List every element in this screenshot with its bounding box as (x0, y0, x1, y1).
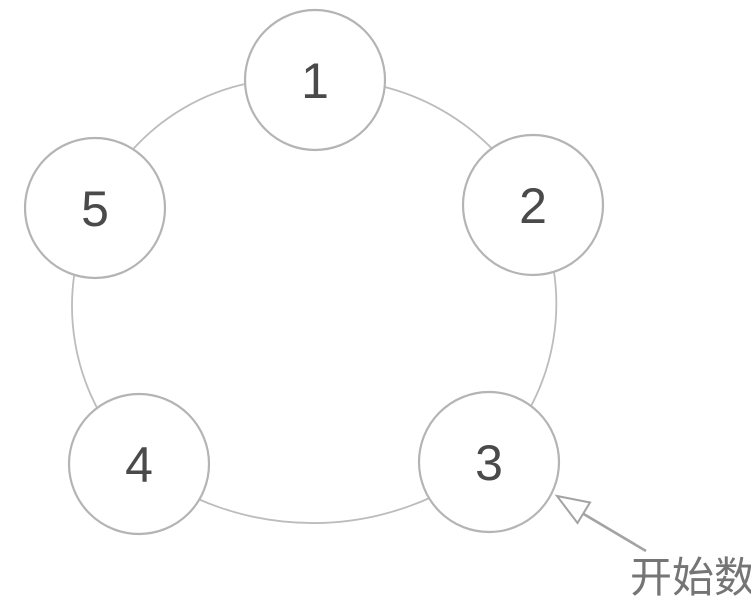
arrow-shaft (581, 511, 647, 553)
node-1-circle (243, 8, 387, 152)
node-2-label: 2 (519, 178, 547, 234)
node-4-circle (67, 392, 211, 536)
node-5-circle (23, 136, 167, 280)
node-2: 2 (461, 133, 605, 277)
node-4: 4 (67, 392, 211, 536)
arrow-head-icon (554, 494, 592, 525)
node-3-circle (417, 390, 561, 534)
node-3: 3 (417, 390, 561, 534)
annotation-label: 开始数 (630, 554, 751, 601)
node-4-label: 4 (125, 437, 153, 493)
node-1: 1 (243, 8, 387, 152)
start-annotation: 开始数 (554, 494, 751, 601)
node-3-label: 3 (475, 435, 503, 491)
node-1-label: 1 (301, 53, 329, 109)
node-2-circle (461, 133, 605, 277)
node-5-label: 5 (81, 181, 109, 237)
node-5: 5 (23, 136, 167, 280)
